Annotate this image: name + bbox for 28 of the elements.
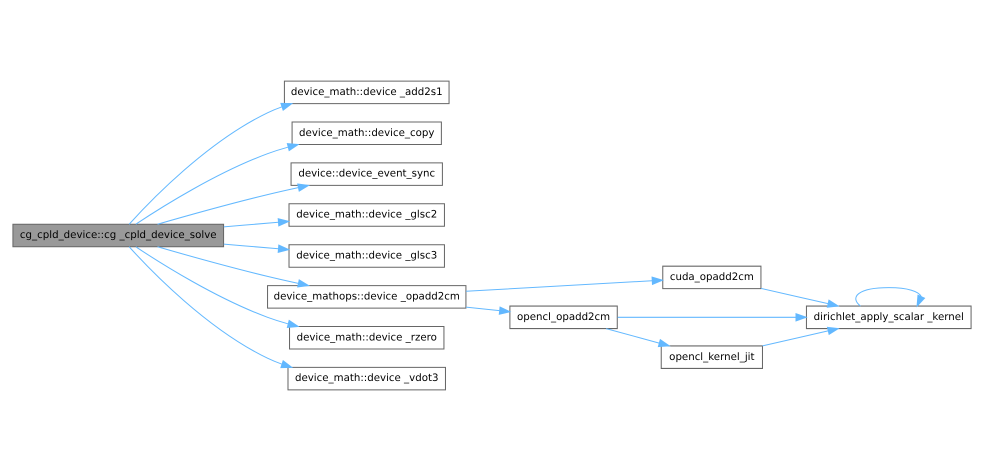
arrow [618, 313, 808, 322]
node-box: device_math::device _rzero [289, 326, 444, 350]
node-box: cuda_opadd2cm [662, 266, 762, 290]
arrow [466, 276, 664, 292]
node-box: device_mathops::device _opadd2cm [267, 285, 466, 309]
arrow [128, 102, 294, 225]
arrow [136, 246, 300, 328]
node-box: device_math::device _glsc3 [288, 244, 445, 268]
arrow [224, 244, 290, 253]
arrow [762, 326, 840, 346]
node-box: device::device_event_sync [290, 162, 443, 186]
arrow [606, 328, 671, 348]
arrow [136, 143, 300, 225]
arrow [761, 288, 840, 308]
arrow [157, 246, 310, 288]
node-box: device_math::device _add2s1 [284, 80, 450, 104]
node-box: opencl_kernel_jit [660, 345, 763, 369]
node-box: cg_cpld_device::cg _cpld_device_solve [12, 224, 224, 248]
node-box: device_math::device _glsc2 [288, 203, 445, 227]
arrow [157, 183, 310, 225]
arrow [466, 306, 512, 315]
node-box: opencl_opadd2cm [509, 306, 618, 330]
node-box: device_math::device _vdot3 [287, 366, 446, 390]
arrow [224, 218, 290, 228]
arrow [855, 287, 926, 308]
node-box: dirichlet_apply_scalar _kernel [806, 306, 972, 330]
arrow [128, 246, 294, 368]
node-box: device_math::device_copy [292, 121, 442, 145]
